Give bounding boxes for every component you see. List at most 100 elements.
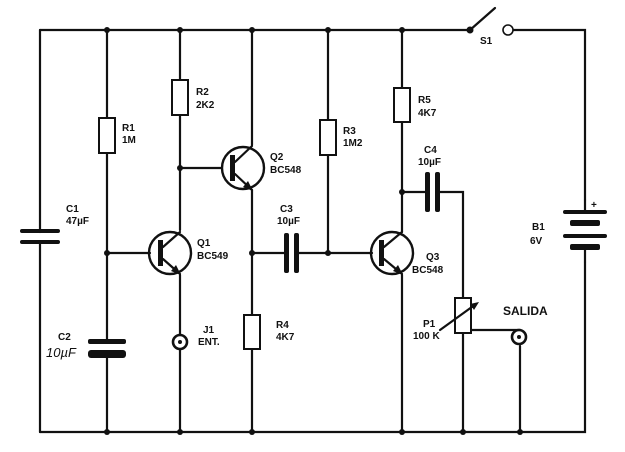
q2-value: BC548 [270,165,302,176]
c4-name: C4 [424,145,437,156]
r5-value: 4K7 [418,108,437,119]
c4-right-wire [437,190,465,300]
c2-value: 10µF [46,345,77,360]
battery-b1: + B1 6V [530,198,607,264]
transistor-q1: Q1 BC549 [147,230,229,276]
c2-plate-top [88,339,126,344]
r2-body [171,79,189,116]
resistor-r3: R3 1M2 [319,119,363,156]
r5-body [393,87,411,123]
junction-dot [104,429,110,435]
junction-dot [249,429,255,435]
resistor-r5: R5 4K7 [393,87,437,123]
q2-collector-lead [233,144,254,164]
j1-center [178,340,182,344]
junction-dot [325,27,331,33]
switch-contact [502,24,514,36]
capacitor-c3: C3 10µF [277,204,300,273]
junction-dot [177,429,183,435]
b1-cell-4 [570,244,600,250]
junction-dot [249,27,255,33]
p1-wiper-arrowhead [470,302,479,310]
r2-name: R2 [196,87,209,98]
c1-plate-bottom [20,240,60,244]
junction-dot [249,250,255,256]
output-jack: SALIDA [503,304,548,346]
switch-s1: S1 [466,6,514,47]
r4-value: 4K7 [276,332,295,343]
q1-body [147,230,193,276]
b1-cell-2 [570,220,600,226]
q1-base-bar [158,240,163,266]
c4-plate-right [435,172,440,212]
q3-value: BC548 [412,265,444,276]
q3-collector-lead [382,230,404,249]
p1-value: 100 K [413,331,440,342]
junction-dot [399,27,405,33]
q3-base-bar [379,240,384,266]
junction-dots [104,27,523,435]
b1-name: B1 [532,222,545,233]
junction-dot [104,250,110,256]
r1-value: 1M [122,135,136,146]
c3-plate-right [294,233,299,273]
b1-value: 6V [530,236,543,247]
c3-plate-left [284,233,289,273]
q3-body [369,230,415,276]
junction-dot [517,429,523,435]
b1-cell-1 [563,210,607,214]
q3-emitter-arrow [393,265,403,275]
r4-name: R4 [276,320,289,331]
q3-name: Q3 [426,252,440,263]
r3-value: 1M2 [343,138,363,149]
r5-name: R5 [418,95,431,106]
q1-name: Q1 [197,238,211,249]
resistor-r1: R1 1M [98,117,136,154]
capacitor-c2: C2 10µF [46,332,126,360]
j1-value: ENT. [198,337,220,348]
junction-dot [399,189,405,195]
c2-plate-bottom [88,350,126,358]
c2-name: C2 [58,332,71,343]
c3-value: 10µF [277,216,300,227]
c4-plate-left [425,172,430,212]
r3-body [319,119,337,156]
q2-emitter-arrow [243,181,253,191]
junction-dot [177,27,183,33]
c3-name: C3 [280,204,293,215]
r4-body [243,314,261,350]
q2-name: Q2 [270,152,284,163]
q1-value: BC549 [197,251,229,262]
j1-name: J1 [203,325,215,336]
c1-plate-top [20,229,60,233]
c1-value: 47µF [66,216,89,227]
q2-base-bar [230,155,235,181]
transistor-q3: Q3 BC548 [369,230,444,276]
p1-name: P1 [423,319,436,330]
capacitor-c1: C1 47µF [20,204,89,244]
junction-dot [460,429,466,435]
r3-name: R3 [343,126,356,137]
r2-value: 2K2 [196,100,215,111]
switch-lever [468,6,497,32]
p1-wiper-arrow-line [438,302,478,332]
q1-emitter-arrow [171,265,181,275]
r1-name: R1 [122,123,135,134]
b1-cell-3 [563,234,607,238]
salida-label: SALIDA [503,304,548,318]
resistor-r2: R2 2K2 [171,79,215,116]
switch-right-wire [511,28,587,202]
q2-body [220,145,266,191]
potentiometer-p1: P1 100 K [413,297,479,342]
transistor-q2: Q2 BC548 [220,144,302,192]
bottom-rail-wire [38,260,587,434]
s1-label: S1 [480,36,493,47]
junction-dot [177,165,183,171]
resistor-r4: R4 4K7 [243,314,295,350]
p1-body [454,297,472,334]
junction-dot [399,429,405,435]
junction-dot [104,27,110,33]
wires [38,28,587,434]
output-center [517,335,521,339]
